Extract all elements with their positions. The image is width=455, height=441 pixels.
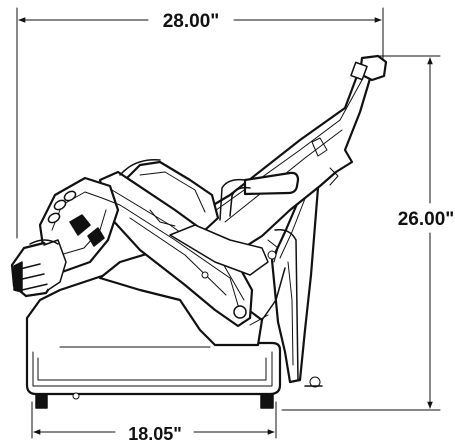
column-pivot: [309, 376, 321, 388]
plate-screw: [201, 271, 209, 279]
base-inner-line: [32, 351, 273, 387]
carriage-arm: [178, 66, 374, 252]
chute-clip: [267, 239, 279, 263]
vent-2: [63, 190, 77, 202]
foot-left: [35, 393, 48, 409]
arm-detail-2: [329, 167, 339, 186]
handle-post: [219, 178, 246, 221]
slicer-machine: [10, 54, 388, 409]
column-bracket: [274, 228, 299, 381]
knob-face: [13, 261, 23, 293]
hood-detail: [101, 197, 121, 206]
handle-post-inner: [229, 186, 251, 217]
column-inner-line-2: [287, 261, 294, 366]
arm-detail: [311, 137, 328, 157]
base-inner-line-2: [37, 357, 267, 381]
carriage-handle: [243, 171, 300, 196]
plate-inner-line-3: [129, 217, 227, 296]
plate-pivot: [233, 305, 247, 319]
chute: [169, 224, 269, 276]
height-label: 26.00": [398, 209, 455, 230]
column-inner-line: [279, 195, 307, 259]
grip-dark-1: [69, 214, 91, 236]
pusher-collar: [350, 61, 368, 81]
strut-detail: [249, 314, 269, 326]
hood-curve: [119, 159, 161, 176]
cover-inner-line: [139, 171, 206, 213]
grip-dark-2: [87, 227, 105, 247]
base-dimension: 18.05": [31, 401, 277, 441]
arm-inner-line-2: [224, 129, 343, 223]
dial-ring: [29, 239, 59, 245]
column-strut: [261, 267, 286, 321]
width-label: 28.00": [163, 11, 220, 32]
foot-right: [260, 393, 274, 409]
base-label: 18.05": [128, 424, 182, 441]
vent-3: [47, 212, 61, 224]
height-dimension: 26.00": [281, 55, 455, 411]
base-screw: [72, 392, 80, 400]
vent-1: [53, 199, 67, 211]
plate-detail: [149, 209, 176, 227]
plate-inner-line-2: [119, 204, 241, 313]
width-dimension: 28.00": [16, 7, 384, 239]
thickness-knob: [10, 239, 67, 298]
